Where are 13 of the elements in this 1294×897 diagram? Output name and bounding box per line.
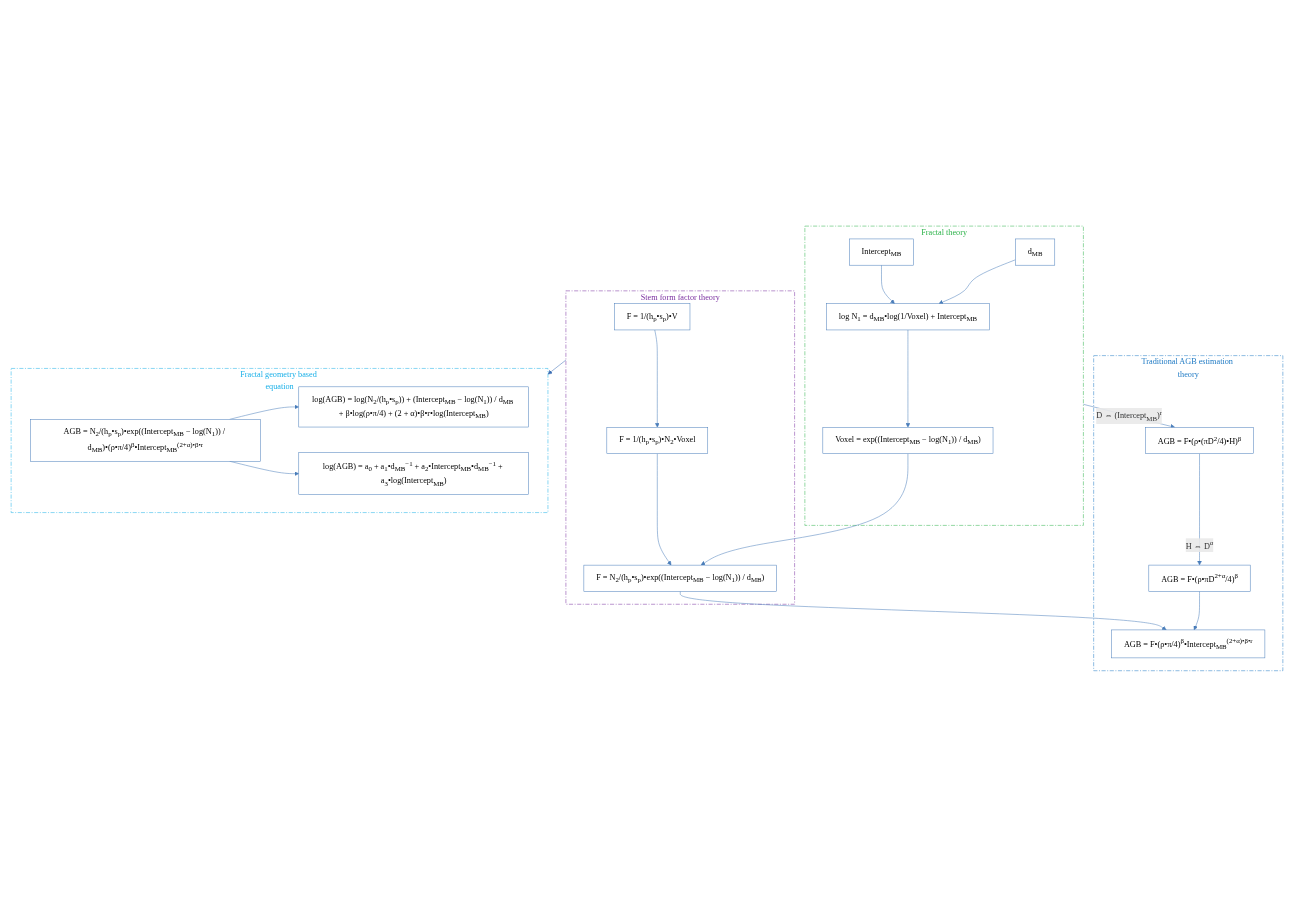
- node-box: F = N$_{2}$/(h$_{p}$•s$_{p}$)•exp((Intercept$_{MB}$ − log(N$_{1}$)) / d$_{MB}$): [583, 564, 777, 592]
- node-box: log N$_{1}$ = d$_{MB}$•log(1/Voxel) + Intercept$_{MB}$: [826, 303, 990, 331]
- node-box: log(AGB) = a$_{0}$ + a$_{1}$•d$_{MB}$$^{−1}$ + a$_{2}$•Intercept$_{MB}$•d$_{MB}$$^{−1}$ + a$_{3}$•log(Intercept$_{MB}$): [298, 452, 529, 495]
- node-box: AGB = F•(ρ•(πD$^{2}$/4)•H)$^{β}$: [1145, 427, 1254, 454]
- node-box: F = 1/(h$_{p}$•s$_{p}$)•V: [614, 303, 691, 331]
- node-box: log(AGB) = log(N$_{2}$/(h$_{p}$•s$_{p}$)) + (Intercept$_{MB}$ − log(N$_{1}$)) / d$_{MB}$ + β•log(ρ•π/4) + (2 + α)•β•r•log(Intercept$_{MB}$): [298, 386, 529, 428]
- node-box: d$_{MB}$: [1015, 238, 1056, 266]
- edge-label: H ⇔ D$^{α}$: [1185, 539, 1214, 551]
- edge-label: D ⇔ (Intercept$_{MB}$)$^{r}$: [1096, 409, 1163, 423]
- node-box: AGB = F•(ρ•πD$^{2+α}$/4)$^{β}$: [1148, 564, 1251, 592]
- node-box: Intercept$_{MB}$: [849, 238, 914, 266]
- node-box: F = 1/(h$_{p}$•s$_{p}$)•N$_{2}$•Voxel: [606, 427, 708, 454]
- node-box: Voxel = exp((Intercept$_{MB}$ − log(N$_{1}$)) / d$_{MB}$): [822, 427, 994, 454]
